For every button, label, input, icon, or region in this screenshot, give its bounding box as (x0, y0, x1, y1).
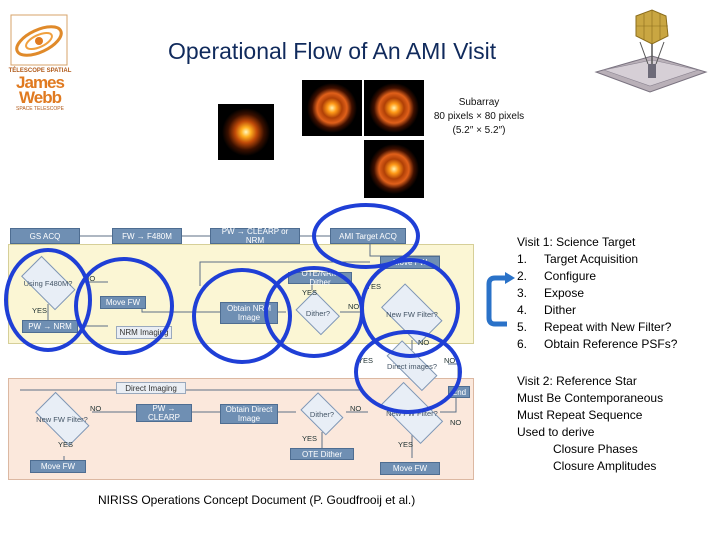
box-ami-target-acq: AMI Target ACQ (330, 228, 406, 244)
repeat-bracket-icon (486, 272, 515, 327)
box-pw-nrm: PW → NRM (22, 320, 78, 333)
decision-using-f480m: Using F480M? (14, 255, 82, 311)
jwst-logo: TÉLESCOPE SPATIAL James Webb SPACE TELES… (6, 12, 72, 112)
box-nrm-imaging: NRM Imaging (116, 326, 172, 339)
visit1-step: 4.Dither (517, 303, 577, 317)
psf-image-single (218, 104, 274, 160)
visit1-step: 6.Obtain Reference PSFs? (517, 337, 678, 351)
visit2-list: Visit 2: Reference Star Must Be Contempo… (517, 373, 663, 475)
visit1-step: 5.Repeat with New Filter? (517, 320, 672, 334)
box-obtain-nrm-image: Obtain NRM Image (220, 302, 278, 324)
visit2-heading: Visit 2: Reference Star (517, 374, 637, 388)
box-move-fw-top: Move FW (380, 256, 440, 269)
visit2-line: Must Repeat Sequence (517, 408, 643, 422)
label-yes: YES (32, 306, 48, 315)
box-ote-nrm-dither: OTE/NRM Dither (288, 269, 352, 287)
box-ote-dither: OTE Dither (290, 448, 354, 460)
decision-dither-bottom: Dither? (296, 392, 348, 436)
box-pw-clearp: PW → CLEARP (136, 404, 192, 422)
box-obtain-direct-image: Obtain Direct Image (220, 404, 278, 424)
label-no: NO (348, 302, 360, 311)
visit1-list: Visit 1: Science Target 1.Target Acquisi… (517, 234, 677, 353)
visit1-step: 3.Expose (517, 286, 585, 300)
visit1-heading: Visit 1: Science Target (517, 235, 636, 249)
visit1-step: 1.Target Acquisition (517, 252, 639, 266)
label-yes: YES (398, 440, 414, 449)
box-direct-imaging: Direct Imaging (116, 382, 186, 394)
box-move-fw-left: Move FW (100, 296, 146, 309)
psf-image-nrm-3 (364, 140, 424, 198)
label-yes: YES (302, 434, 318, 443)
visit1-step: 2.Configure (517, 269, 597, 283)
logo-text-line1: TÉLESCOPE SPATIAL (8, 68, 72, 74)
box-fw-f480m: FW → F480M (112, 228, 182, 244)
logo-text-line3: SPACE TELESCOPE (16, 106, 64, 112)
box-pw-clearp-nrm: PW → CLEARP or NRM (210, 227, 300, 245)
box-gs-acq: GS ACQ (10, 228, 80, 244)
logo-swirl-icon (10, 14, 68, 66)
decision-dither-top: Dither? (292, 290, 344, 336)
decision-new-fw-filter-left: New FW Filter? (28, 391, 96, 447)
box-move-fw-bottom-right: Move FW (380, 462, 440, 475)
visit2-line: Used to derive (517, 425, 595, 439)
visit2-line: Must Be Contemporaneous (517, 391, 664, 405)
jwst-telescope-icon (594, 9, 708, 93)
decision-new-fw-filter-top: New FW Filter? (374, 283, 450, 345)
decision-direct-images: Direct images? (376, 340, 448, 392)
slide-title: Operational Flow of An AMI Visit (168, 38, 497, 64)
visit2-line: Closure Amplitudes (553, 459, 657, 473)
psf-image-nrm-1 (302, 80, 362, 136)
subarray-caption: Subarray 80 pixels × 80 pixels (5.2″ × 5… (433, 97, 525, 136)
visit2-line: Closure Phases (553, 442, 638, 456)
box-move-fw-bottom-left: Move FW (30, 460, 86, 473)
decision-new-fw-filter-right: New FW Filter? (372, 381, 452, 445)
source-citation: NIRISS Operations Concept Document (P. G… (98, 493, 416, 507)
label-yes: YES (358, 356, 374, 365)
logo-text-name: James Webb (16, 73, 65, 107)
psf-image-nrm-2 (364, 80, 424, 136)
label-no: NO (350, 404, 362, 413)
label-no: NO (84, 274, 96, 283)
